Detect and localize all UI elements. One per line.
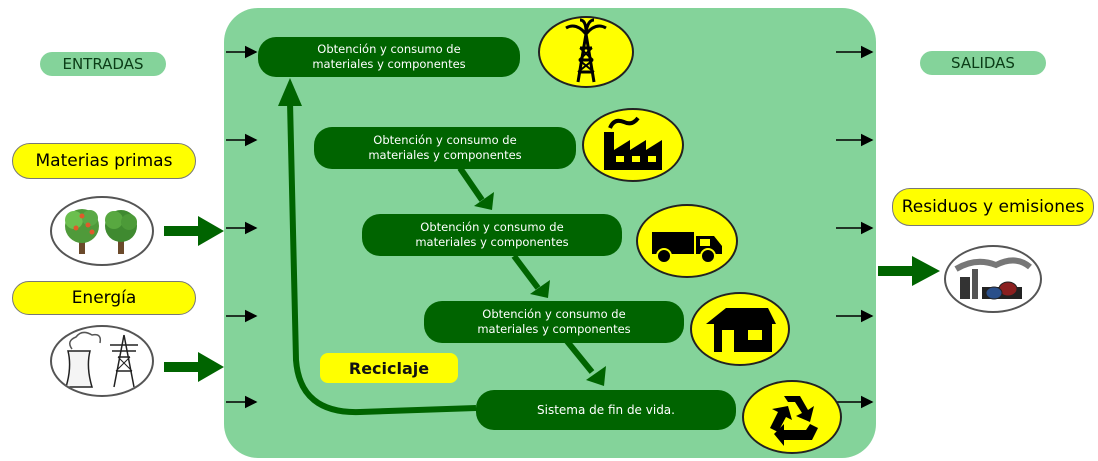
stage-2-line2: materiales y componentes — [368, 148, 522, 162]
end-of-life-label: Sistema de fin de vida. — [537, 402, 675, 417]
resource-arrows — [164, 216, 940, 382]
stage-4-box: Obtención y consumo de materiales y comp… — [424, 301, 684, 343]
outputs-header: SALIDAS — [920, 51, 1046, 75]
pollution-icon — [944, 245, 1042, 313]
house-icon — [690, 292, 790, 366]
input-arrows — [226, 45, 258, 409]
factory-icon — [582, 108, 684, 182]
stage-4-line2: materiales y componentes — [477, 322, 631, 336]
waste-emissions-label: Residuos y emisiones — [892, 188, 1094, 226]
stage-3-line1: Obtención y consumo de — [420, 220, 564, 234]
stage-3-line2: materiales y componentes — [415, 235, 569, 249]
recycling-label: Reciclaje — [320, 353, 458, 383]
flow-arrows — [457, 166, 595, 374]
recycle-icon — [742, 380, 842, 454]
truck-icon — [636, 204, 738, 278]
power-plant-icon — [50, 325, 154, 397]
stage-1-box: Obtención y consumo de materiales y comp… — [258, 37, 520, 77]
output-arrows — [836, 45, 874, 409]
recycle-loop-arrow — [287, 101, 477, 416]
stage-4-line1: Obtención y consumo de — [482, 307, 626, 321]
stage-1-line1: Obtención y consumo de — [317, 42, 461, 56]
stage-2-box: Obtención y consumo de materiales y comp… — [314, 127, 576, 169]
energy-label: Energía — [12, 281, 196, 315]
oil-well-icon — [538, 16, 634, 88]
stage-3-box: Obtención y consumo de materiales y comp… — [362, 214, 622, 256]
stage-1-line2: materiales y componentes — [312, 57, 466, 71]
inputs-header: ENTRADAS — [40, 52, 166, 76]
stage-2-line1: Obtención y consumo de — [373, 133, 517, 147]
end-of-life-box: Sistema de fin de vida. — [476, 390, 736, 430]
trees-icon — [50, 196, 154, 266]
raw-materials-label: Materias primas — [12, 143, 196, 179]
